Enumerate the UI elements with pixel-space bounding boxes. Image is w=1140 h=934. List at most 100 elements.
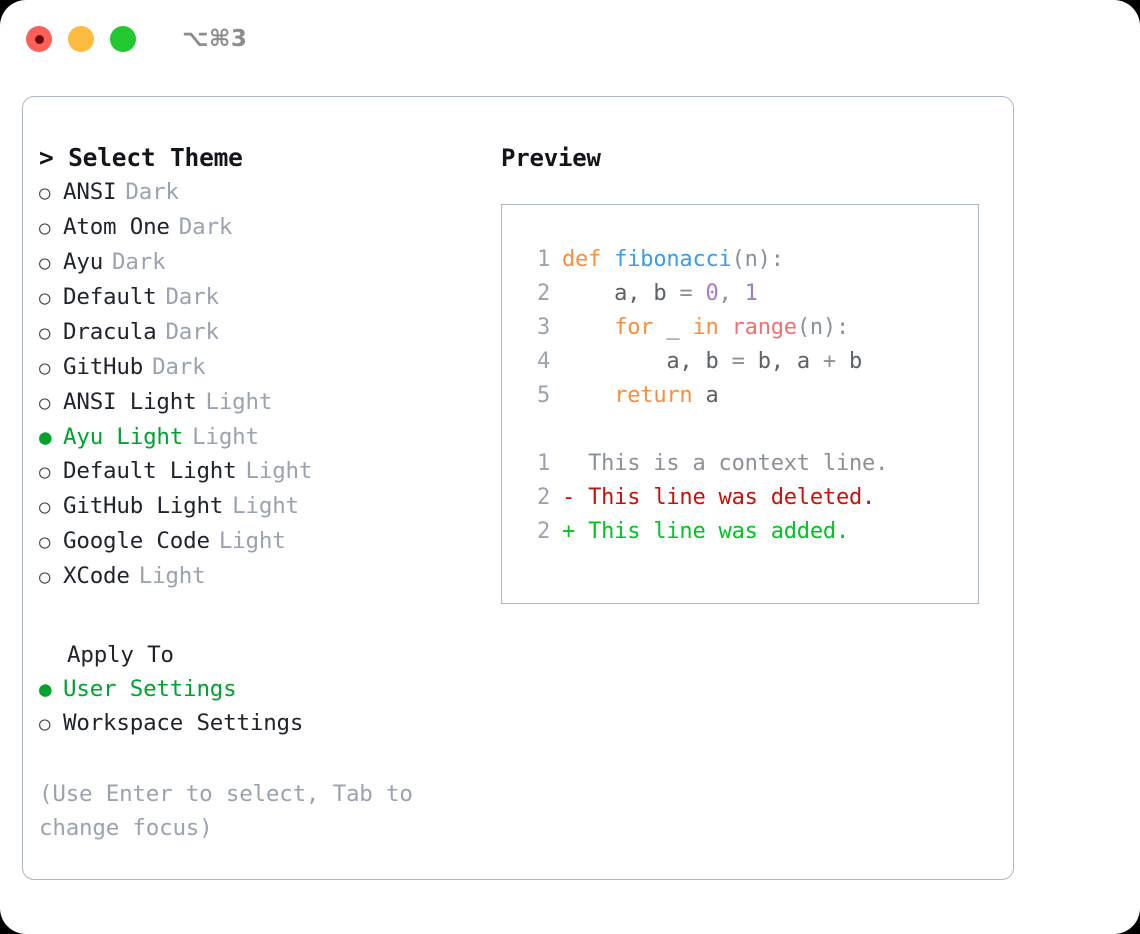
preview-title: Preview <box>501 144 601 172</box>
code-line: 4 a, b = b, a + b <box>520 345 978 379</box>
theme-list-item[interactable]: ○ GitHub Dark <box>39 350 493 385</box>
diff-line: 2+ This line was added. <box>520 515 978 549</box>
theme-name: Ayu <box>63 249 104 275</box>
theme-name: Ayu Light <box>63 424 184 450</box>
theme-name: ANSI <box>63 179 117 205</box>
apply-to-list[interactable]: ● User Settings ○Workspace Settings <box>39 672 493 741</box>
radio-unselected-icon: ○ <box>39 713 51 735</box>
radio-unselected-icon: ○ <box>39 217 51 239</box>
code-token-kw: in <box>692 315 732 340</box>
recording-dot-icon <box>34 34 44 44</box>
theme-name: Atom One <box>63 214 170 240</box>
theme-name: ANSI Light <box>63 389 197 415</box>
line-number: 2 <box>536 519 550 544</box>
code-token-kw: for <box>614 315 667 340</box>
page-title-text: Select Theme <box>68 143 243 172</box>
code-token-var: a, b <box>562 349 732 374</box>
theme-list-item[interactable]: ○ XCode Light <box>39 559 493 594</box>
radio-unselected-icon: ○ <box>39 287 51 309</box>
code-token-punct: (n): <box>731 247 784 272</box>
theme-name: XCode <box>63 563 130 589</box>
maximize-button-icon[interactable] <box>110 26 136 52</box>
theme-name: GitHub Light <box>63 493 224 519</box>
code-token-var <box>562 315 614 340</box>
line-number: 5 <box>536 383 550 408</box>
apply-to-item[interactable]: ○Workspace Settings <box>39 706 493 741</box>
diff-line: 1 This is a context line. <box>520 447 978 481</box>
close-button-icon[interactable] <box>26 26 52 52</box>
code-token-fn: fibonacci <box>614 247 732 272</box>
theme-list-item[interactable]: ○ Google Code Light <box>39 524 493 559</box>
code-content: return a <box>562 379 719 413</box>
theme-variant-label: Light <box>245 458 313 484</box>
code-token-num: 1 <box>744 281 758 306</box>
radio-unselected-icon: ○ <box>39 252 51 274</box>
theme-list-item[interactable]: ○ ANSI Light Light <box>39 385 493 420</box>
theme-name: Google Code <box>63 528 210 554</box>
theme-variant-label: Dark <box>178 214 233 240</box>
code-token-num: 0 <box>705 281 719 306</box>
code-content: a, b = b, a + b <box>562 345 862 379</box>
code-token-punct: + <box>822 349 850 374</box>
line-number: 4 <box>536 349 550 374</box>
radio-unselected-icon: ○ <box>39 461 51 483</box>
theme-name: Default Light <box>63 458 237 484</box>
radio-unselected-icon: ○ <box>39 496 51 518</box>
apply-to-label: User Settings <box>63 676 237 702</box>
page-title: > Select Theme <box>39 141 493 175</box>
theme-variant-label: Light <box>205 389 273 415</box>
line-number: 1 <box>536 247 550 272</box>
theme-list-item[interactable]: ○ Ayu Dark <box>39 245 493 280</box>
diff-line: 2 - This line was deleted. <box>520 481 978 515</box>
code-token-var: a <box>705 383 719 408</box>
prompt-caret-icon: > <box>39 143 54 172</box>
diff-spacer <box>520 413 978 447</box>
theme-list-item[interactable]: ○ Default Light Light <box>39 454 493 489</box>
theme-variant-label: Dark <box>125 179 179 205</box>
radio-selected-icon: ● <box>39 677 52 701</box>
radio-unselected-icon: ○ <box>39 566 51 588</box>
window-controls <box>26 26 136 52</box>
theme-name: GitHub <box>63 354 144 380</box>
keyboard-hint: (Use Enter to select, Tab to change focu… <box>39 781 413 841</box>
line-number: 1 <box>536 451 550 476</box>
radio-unselected-icon: ○ <box>39 322 51 344</box>
radio-selected-icon: ● <box>39 425 52 449</box>
radio-unselected-icon: ○ <box>39 357 51 379</box>
theme-variant-label: Dark <box>165 319 219 345</box>
code-token-punct: , <box>718 281 745 306</box>
code-token-var: _ <box>666 315 693 340</box>
radio-unselected-icon: ○ <box>39 531 51 553</box>
hint-spacer <box>39 741 493 777</box>
keyboard-shortcut-label: ⌥⌘3 <box>182 26 248 52</box>
theme-name: Default <box>63 284 157 310</box>
code-token-var: b, a <box>757 349 823 374</box>
apply-to-item[interactable]: ● User Settings <box>39 672 493 706</box>
code-content: def fibonacci(n): <box>562 243 784 277</box>
theme-list-item[interactable]: ○ Atom One Dark <box>39 210 493 245</box>
code-token-var: b <box>849 349 863 374</box>
theme-variant-label: Dark <box>112 249 166 275</box>
theme-variant-label: Light <box>138 563 206 589</box>
minimize-button-icon[interactable] <box>68 26 94 52</box>
section-spacer <box>39 594 493 638</box>
code-line: 1 def fibonacci(n): <box>520 243 978 277</box>
line-number: 2 <box>536 485 550 510</box>
theme-variant-label: Dark <box>152 354 206 380</box>
diff-content-del: - This line was deleted. <box>562 485 876 510</box>
theme-variant-label: Light <box>218 528 286 554</box>
code-token-var: a, b <box>562 281 680 306</box>
code-line: 3 for _ in range(n): <box>520 311 978 345</box>
radio-unselected-icon: ○ <box>39 392 51 414</box>
code-content: a, b = 0, 1 <box>562 277 758 311</box>
